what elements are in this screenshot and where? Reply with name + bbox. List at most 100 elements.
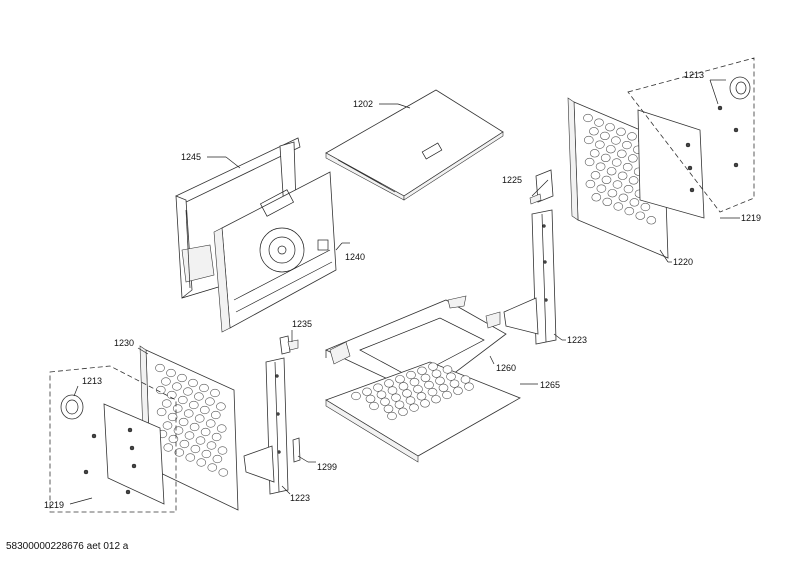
perforation-hole [369, 401, 379, 411]
part-1230-left-side-panel [139, 345, 239, 511]
perforation-hole [384, 379, 394, 388]
perforation-hole [627, 132, 637, 141]
perforation-hole [395, 375, 405, 384]
perforation-hole [600, 131, 610, 141]
perforation-hole [174, 448, 185, 457]
perforation-hole [417, 366, 427, 375]
perforation-hole [600, 153, 611, 163]
perforation-hole [623, 184, 634, 194]
perforation-hole [616, 149, 627, 158]
perforation-hole [420, 399, 430, 408]
perforation-hole [351, 391, 361, 401]
part-1240-back-panel [213, 171, 337, 333]
perforation-hole [200, 405, 210, 415]
perforation-hole [427, 387, 438, 397]
perforation-hole [201, 449, 212, 459]
perforation-hole [595, 162, 606, 171]
perforation-hole [590, 171, 601, 180]
document-id: 58300000228676 aet 012 a [6, 541, 129, 552]
perforation-hole [435, 376, 445, 385]
perforation-hole [162, 421, 173, 430]
perforation-hole [178, 395, 188, 405]
perforation-hole [205, 419, 216, 428]
perforation-hole [622, 140, 632, 150]
perforation-hole [177, 373, 187, 383]
perforation-hole [199, 383, 209, 393]
perforation-hole [612, 180, 623, 189]
perforation-hole [183, 387, 193, 396]
perforation-hole [416, 392, 427, 401]
perforation-hole [431, 369, 442, 378]
part-1219-left-heat-shield [103, 403, 165, 505]
perforation-hole [178, 417, 189, 427]
perforation-hole [585, 179, 596, 189]
callout-1213-right: 1213 [684, 70, 704, 80]
perforation-hole [420, 373, 431, 383]
perforation-hole [624, 206, 635, 216]
perforation-hole [622, 162, 633, 172]
perforation-hole [596, 184, 607, 193]
part-1213-left-knob [60, 394, 97, 475]
perforation-hole [409, 377, 420, 387]
perforation-hole [161, 377, 171, 386]
perforation-hole [431, 395, 441, 404]
perforation-hole [179, 439, 190, 449]
perforation-hole [617, 171, 628, 180]
leader-lines [69, 79, 740, 505]
part-1219-right-heat-shield [637, 109, 705, 219]
perforation-hole [589, 127, 599, 136]
perforation-hole [217, 446, 228, 455]
detail-box-left [49, 365, 177, 513]
perforation-hole [402, 389, 412, 398]
perforation-hole [376, 390, 387, 399]
perforation-hole [453, 386, 463, 395]
perforation-hole [640, 202, 651, 212]
perforation-hole [155, 363, 165, 373]
perforation-hole [438, 383, 449, 393]
perforation-hole [611, 158, 622, 167]
perforation-hole [594, 140, 605, 149]
callout-1219-right: 1219 [741, 213, 761, 223]
hole-pattern-bottom [351, 362, 474, 421]
perforation-hole [442, 365, 453, 374]
part-1223-left-rail [243, 357, 289, 495]
part-1213-right-knob [717, 76, 751, 168]
part-1265-cavity-bottom [325, 361, 521, 463]
perforation-hole [605, 123, 615, 132]
perforation-hole [216, 424, 227, 433]
perforation-hole [365, 394, 376, 404]
perforation-hole [168, 434, 179, 444]
callout-1223-left: 1223 [290, 493, 310, 503]
hole-pattern-right [583, 113, 657, 225]
perforation-hole [391, 393, 401, 402]
perforation-hole [212, 454, 223, 464]
perforation-hole [172, 382, 182, 391]
perforation-hole [188, 378, 198, 388]
callout-1220: 1220 [673, 257, 693, 267]
perforation-hole [606, 167, 617, 176]
perforation-hole [424, 380, 434, 390]
perforation-hole [583, 135, 594, 145]
perforation-hole [398, 382, 409, 391]
perforation-hole [210, 388, 220, 398]
perforation-hole [161, 399, 172, 408]
callout-1213-left: 1213 [82, 376, 102, 386]
perforation-hole [373, 383, 383, 392]
perforation-hole [190, 444, 201, 454]
perforation-hole [194, 392, 204, 401]
perforation-hole [605, 145, 616, 154]
perforation-hole [173, 426, 184, 435]
callout-1202: 1202 [353, 99, 373, 109]
callout-1299: 1299 [317, 462, 337, 472]
perforation-hole [183, 409, 194, 418]
perforation-hole [172, 404, 183, 413]
perforation-hole [166, 368, 176, 378]
perforation-hole [218, 468, 229, 477]
perforation-hole [362, 387, 372, 396]
part-1299-small-part [292, 437, 301, 463]
perforation-hole [184, 431, 195, 440]
perforation-hole [594, 118, 604, 127]
callout-1245: 1245 [181, 152, 201, 162]
perforation-hole [413, 385, 423, 394]
callout-1225: 1225 [502, 175, 522, 185]
